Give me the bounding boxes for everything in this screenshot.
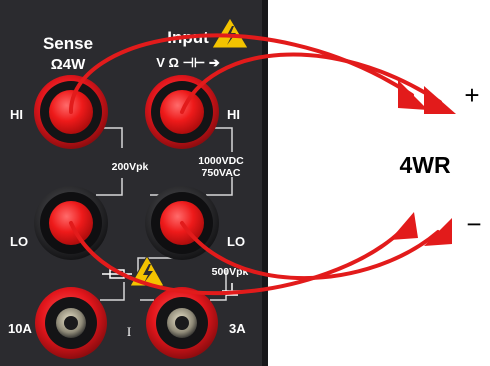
rating-200vpk: 200Vpk	[112, 161, 149, 173]
rating-750vac: 750VAC	[202, 167, 241, 179]
arrow-head-icon	[424, 86, 456, 114]
sense-subtitle: Ω4W	[51, 56, 86, 73]
wire-input-lo	[180, 221, 440, 281]
wire-sense-lo	[69, 221, 404, 296]
jack-10a[interactable]	[35, 287, 107, 359]
sense-title: Sense	[43, 34, 93, 53]
connection-wires	[68, 33, 442, 296]
minus-sign: −	[466, 209, 481, 239]
lo-right-label: LO	[227, 234, 245, 249]
wire-input-hi	[180, 52, 442, 114]
hi-left-label: HI	[10, 107, 23, 122]
plus-sign: +	[464, 80, 479, 110]
rating-1000vdc: 1000VDC	[198, 155, 244, 167]
arrow-head-icon	[390, 212, 418, 240]
input-subtitle: V Ω ⊣⊢ ➔	[156, 55, 220, 70]
mode-label: 4WR	[399, 152, 451, 178]
label-3a: 3A	[229, 321, 246, 336]
label-10a: 10A	[8, 321, 32, 336]
current-symbol: I	[127, 324, 131, 339]
sense-hi-jack[interactable]	[34, 75, 108, 149]
arrow-head-icon	[424, 218, 452, 246]
hi-right-label: HI	[227, 107, 240, 122]
lo-left-label: LO	[10, 234, 28, 249]
jack-3a[interactable]	[146, 287, 218, 359]
arrow-heads	[390, 80, 456, 246]
arrow-head-icon	[398, 80, 428, 110]
